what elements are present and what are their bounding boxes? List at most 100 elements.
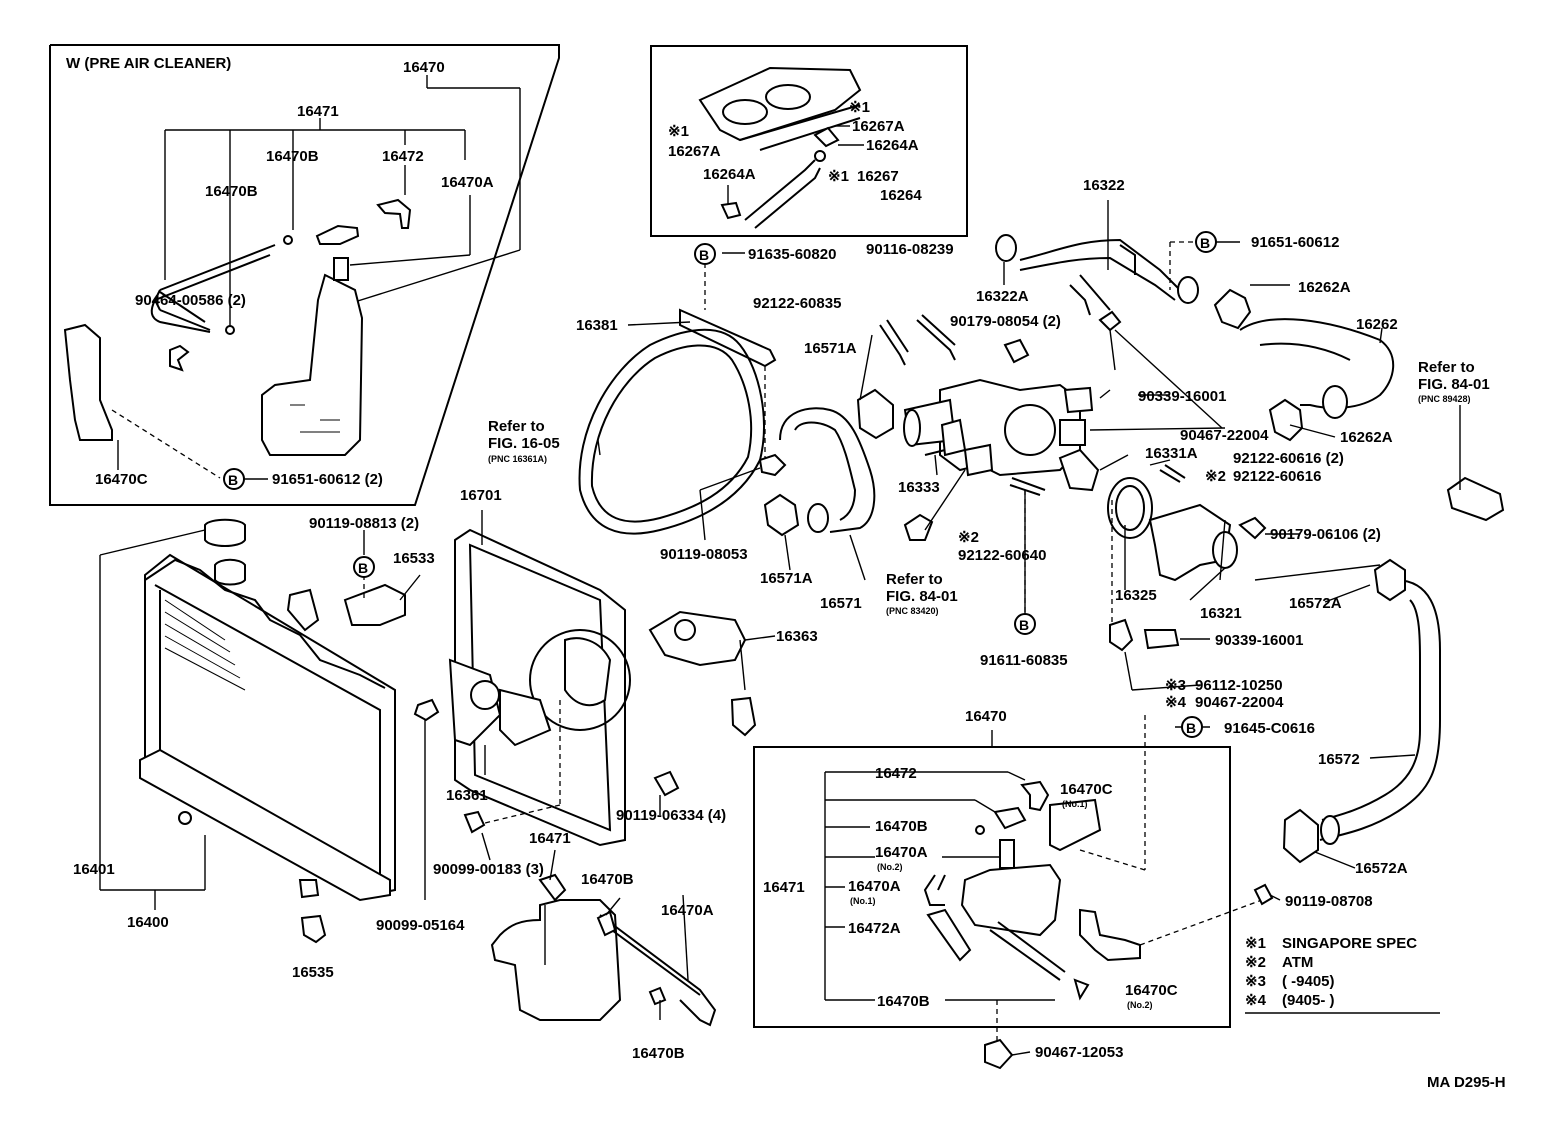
- refer-to: Refer to: [1418, 359, 1475, 376]
- label-16262A: 16262A: [1340, 429, 1393, 446]
- label-90119-06334: 90119-06334 (4): [616, 807, 726, 824]
- label-90339-16001: 90339-16001: [1138, 388, 1226, 405]
- legend-mark-4: ※4: [1245, 992, 1267, 1009]
- label-16401: 16401: [73, 861, 115, 878]
- refer-to: Refer to: [488, 418, 545, 435]
- label-16267A: 16267A: [852, 118, 905, 135]
- label-90464-00586: 90464-00586 (2): [135, 292, 246, 309]
- b-marker: B: [1195, 231, 1217, 253]
- fan-and-shroud: [448, 510, 776, 847]
- mark-2: ※2: [958, 529, 979, 546]
- legend-mark-3: ※3: [1245, 973, 1266, 990]
- label-16264: 16264: [880, 187, 922, 204]
- label-16472A: 16472A: [848, 920, 901, 937]
- legend-text-1: SINGAPORE SPEC: [1282, 935, 1417, 952]
- legend: ※1 SINGAPORE SPEC ※2 ATM ※3 ( -9405) ※4 …: [1245, 935, 1440, 1014]
- label-16262: 16262: [1356, 316, 1398, 333]
- label-16322: 16322: [1083, 177, 1125, 194]
- label-16571A: 16571A: [804, 340, 857, 357]
- drive-belt-and-hose: [578, 308, 894, 537]
- label-16470B: 16470B: [877, 993, 930, 1010]
- label-16472: 16472: [875, 765, 917, 782]
- reservoir-tank-lower: [490, 873, 717, 1027]
- legend-text-4: (9405- ): [1282, 992, 1335, 1009]
- label-16572A: 16572A: [1355, 860, 1408, 877]
- label-90116-08239: 90116-08239: [866, 241, 954, 258]
- label-16325: 16325: [1115, 587, 1157, 604]
- legend-mark-1: ※1: [1245, 935, 1266, 952]
- label-92122-60616: 92122-60616 (2): [1233, 450, 1344, 467]
- label-16264A: 16264A: [866, 137, 919, 154]
- refer-fig: FIG. 16-05: [488, 435, 560, 452]
- legend-mark-2: ※2: [1245, 954, 1266, 971]
- label-16470B: 16470B: [875, 818, 928, 835]
- label-90467-22004: 90467-22004: [1180, 427, 1269, 444]
- b-marker: B: [1181, 716, 1203, 738]
- singapore-spec-inset: [650, 45, 968, 237]
- radiator: [99, 518, 440, 944]
- label-91651-60612: 91651-60612 (2): [272, 471, 383, 488]
- mark-1: ※1: [849, 99, 870, 116]
- label-16400: 16400: [127, 914, 169, 931]
- label-no2: (No.2): [1127, 1000, 1153, 1010]
- svg-text:B: B: [358, 560, 368, 576]
- b-marker: B: [1014, 613, 1036, 635]
- label-16262A: 16262A: [1298, 279, 1351, 296]
- label-90099-05164: 90099-05164: [376, 917, 465, 934]
- label-16470B: 16470B: [632, 1045, 685, 1062]
- label-no1: (No.1): [850, 896, 876, 906]
- label-16472: 16472: [382, 148, 424, 165]
- label-92122-60640: 92122-60640: [958, 547, 1046, 564]
- label-16470B: 16470B: [266, 148, 319, 165]
- label-16470: 16470: [403, 59, 445, 76]
- reservoir-tank-inset: [753, 730, 1274, 1070]
- label-16470C: 16470C: [1125, 982, 1178, 999]
- refer-pnc: (PNC 16361A): [488, 454, 547, 464]
- label-16571A: 16571A: [760, 570, 813, 587]
- label-90119-08813: 90119-08813 (2): [309, 515, 419, 532]
- label-16264A: 16264A: [703, 166, 756, 183]
- label-16470A: 16470A: [661, 902, 714, 919]
- label-16470A: 16470A: [848, 878, 901, 895]
- label-16322A: 16322A: [976, 288, 1029, 305]
- refer-to: Refer to: [886, 571, 943, 588]
- leader-lines: [363, 200, 1416, 1020]
- label-90119-08053: 90119-08053: [660, 546, 748, 563]
- reference-code: MA D295-H: [1427, 1074, 1506, 1091]
- label-16471: 16471: [763, 879, 805, 896]
- svg-text:B: B: [1186, 720, 1196, 736]
- label-16267A: 16267A: [668, 143, 721, 160]
- label-16361: 16361: [446, 787, 488, 804]
- label-16470A: 16470A: [875, 844, 928, 861]
- label-16470C: 16470C: [95, 471, 148, 488]
- mark-1: ※1: [668, 123, 689, 140]
- mark-4: ※4: [1165, 694, 1187, 711]
- label-16363: 16363: [776, 628, 818, 645]
- label-90179-08054: 90179-08054 (2): [950, 313, 1061, 330]
- label-91651-60612: 91651-60612: [1251, 234, 1339, 251]
- label-16381: 16381: [576, 317, 618, 334]
- svg-text:B: B: [699, 247, 709, 263]
- label-no2: (No.2): [877, 862, 903, 872]
- mark-2: ※2: [1205, 468, 1226, 485]
- label-16535: 16535: [292, 964, 334, 981]
- label-16571: 16571: [820, 595, 862, 612]
- label-90099-00183: 90099-00183 (3): [433, 861, 544, 878]
- label-91635-60820: 91635-60820: [748, 246, 836, 263]
- label-16333: 16333: [898, 479, 940, 496]
- label-16572: 16572: [1318, 751, 1360, 768]
- refer-pnc: (PNC 89428): [1418, 394, 1471, 404]
- label-90467-12053: 90467-12053: [1035, 1044, 1123, 1061]
- label-91645-C0616: 91645-C0616: [1224, 720, 1315, 737]
- label-16471: 16471: [297, 103, 339, 120]
- refer-fig: FIG. 84-01: [886, 588, 958, 605]
- label-16470B: 16470B: [205, 183, 258, 200]
- svg-text:B: B: [228, 472, 238, 488]
- legend-text-2: ATM: [1282, 954, 1313, 971]
- label-16471: 16471: [529, 830, 571, 847]
- label-90339-16001: 90339-16001: [1215, 632, 1303, 649]
- legend-text-3: ( -9405): [1282, 973, 1335, 990]
- label-92122-60835: 92122-60835: [753, 295, 841, 312]
- label-16470A: 16470A: [441, 174, 494, 191]
